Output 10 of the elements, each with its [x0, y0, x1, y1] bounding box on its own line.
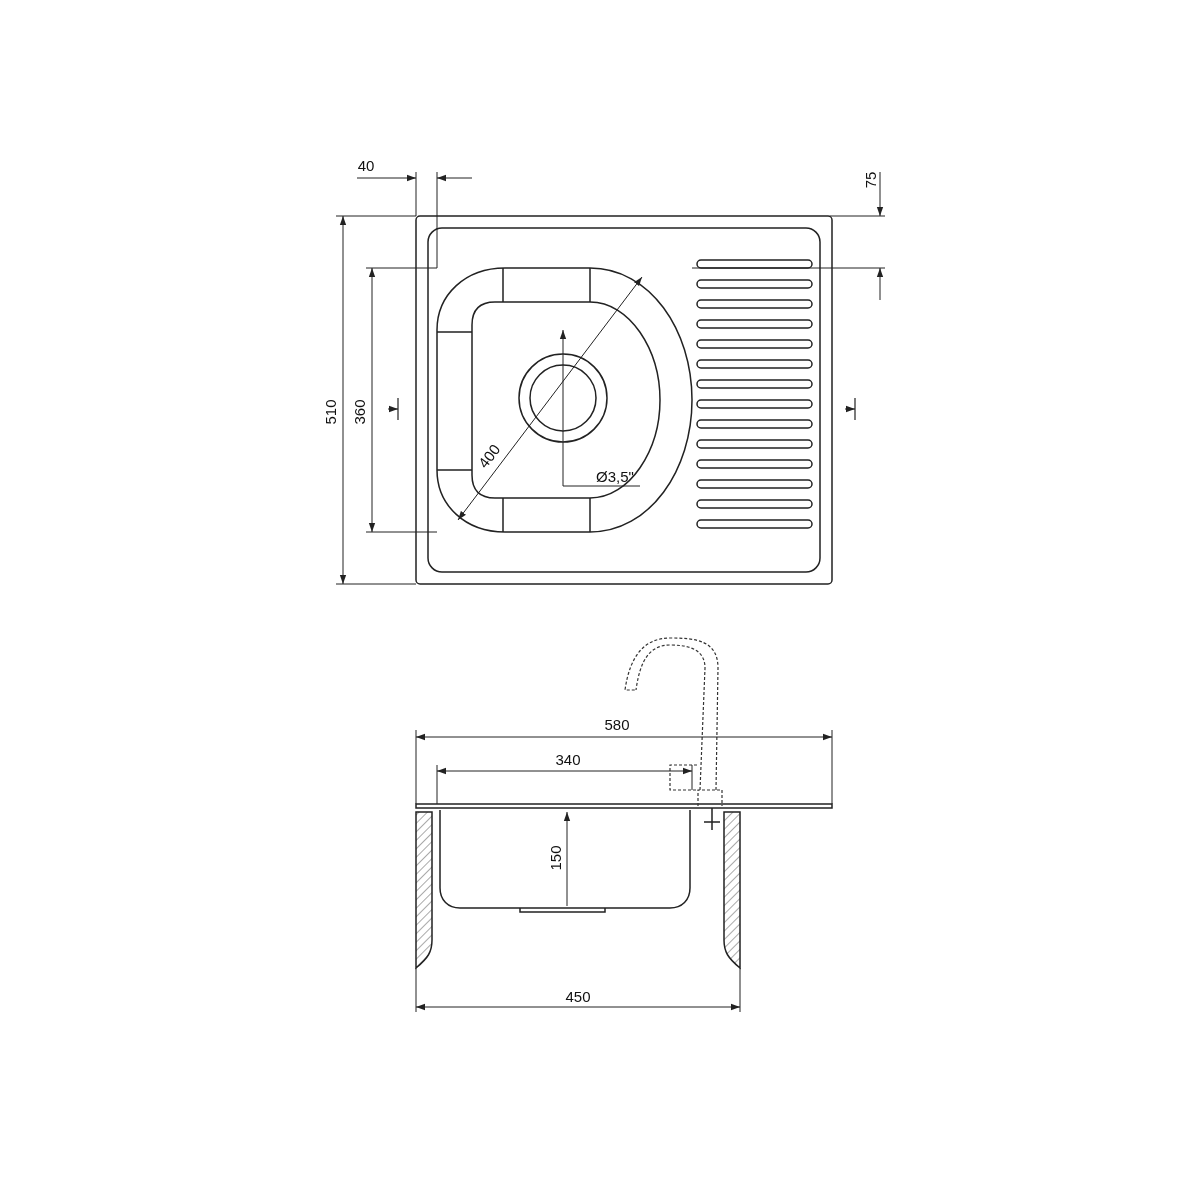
dimension-label: 340 — [555, 751, 581, 767]
dimension-label: 450 — [565, 988, 591, 1004]
dimension-label: 400 — [475, 441, 503, 471]
dimension-label: 360 — [351, 399, 367, 425]
dimension-label: 580 — [604, 716, 630, 732]
dimension-label: 40 — [357, 157, 375, 173]
dimension-label: 75 — [862, 171, 878, 189]
dimension-label: 510 — [322, 399, 338, 425]
diameter-label: Ø3,5" — [596, 468, 634, 484]
dimension-label: 150 — [547, 845, 563, 871]
